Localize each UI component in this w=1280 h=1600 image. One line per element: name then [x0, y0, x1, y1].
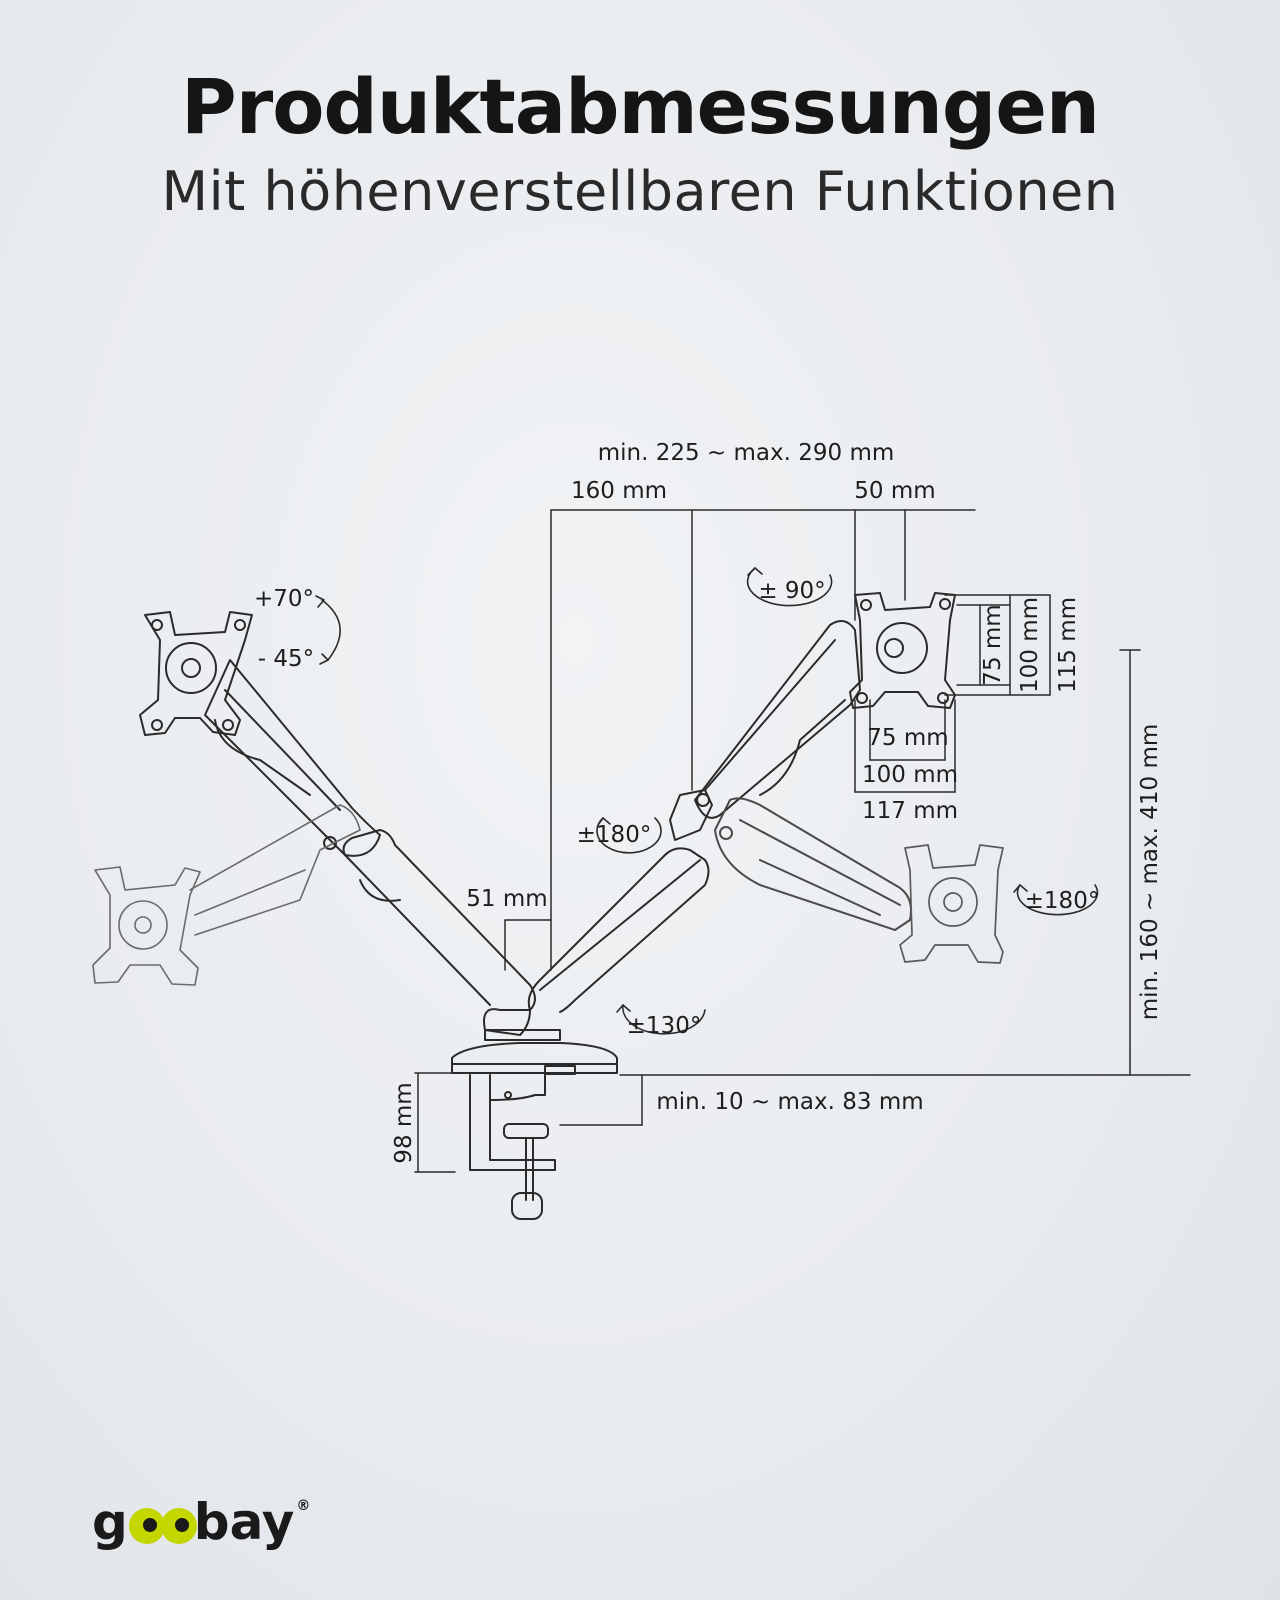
plate-height-label: 115 mm: [1055, 597, 1081, 693]
pole-to-joint-label: 160 mm: [571, 478, 667, 504]
rotate-right-low-label: ±180°: [1025, 888, 1100, 914]
left-vesa-plate-lower: [92, 804, 361, 986]
vesa-width-75-label: 75 mm: [867, 725, 948, 751]
lower-arms: [342, 829, 710, 1041]
right-lower-arm: [714, 797, 912, 931]
arm-reach-label: min. 225 ~ max. 290 mm: [598, 440, 895, 466]
plate-width-label: 117 mm: [862, 798, 958, 824]
vesa-height-75-label: 75 mm: [980, 604, 1006, 685]
desk-clamp: [451, 1042, 618, 1220]
clamp-height-label: 98 mm: [391, 1082, 417, 1163]
left-upper-arm: [204, 659, 381, 857]
tilt-down-label: - 45°: [258, 646, 314, 672]
swivel-joint-label: ±180°: [577, 822, 652, 848]
height-range-label: min. 160 ~ max. 410 mm: [1137, 724, 1163, 1021]
rotation-arrows: [315, 567, 1099, 1035]
joint-to-plate-label: 50 mm: [854, 478, 935, 504]
rotate-right-top-label: ± 90°: [758, 578, 825, 604]
right-vesa-plate-upper: [849, 592, 956, 709]
dimension-labels: min. 225 ~ max. 290 mm 160 mm 50 mm 75 m…: [391, 440, 1163, 1164]
logo-letters-bay: bay: [193, 1493, 295, 1551]
right-upper-arm: [669, 620, 861, 841]
vesa-width-100-label: 100 mm: [862, 762, 958, 788]
logo-eyes-icon: [128, 1500, 197, 1544]
page-title: Produktabmessungen: [181, 62, 1100, 151]
goobay-logo: g bay ®: [92, 1492, 310, 1552]
logo-letter-g: g: [92, 1493, 128, 1551]
base-swivel-label: ±130°: [627, 1013, 702, 1039]
base-offset-label: 51 mm: [466, 886, 547, 912]
dimension-lines: [414, 509, 1191, 1173]
vesa-height-100-label: 100 mm: [1017, 597, 1043, 693]
rotation-labels: +70° - 45° ± 90° ±180° ±180° ±130°: [254, 578, 1099, 1039]
registered-mark: ®: [296, 1498, 311, 1514]
tilt-up-label: +70°: [254, 586, 314, 612]
right-vesa-plate-lower: [899, 844, 1004, 964]
page-subtitle: Mit höhenverstellbaren Funktionen: [161, 160, 1119, 223]
desk-thickness-label: min. 10 ~ max. 83 mm: [656, 1089, 923, 1115]
left-vesa-plate-upper: [139, 611, 253, 736]
